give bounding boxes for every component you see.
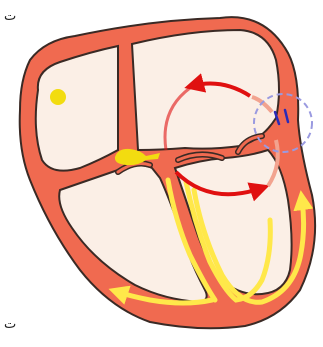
corner-glyph-bottom: ت bbox=[4, 318, 16, 331]
corner-glyph-top: ت bbox=[4, 10, 16, 23]
right-atrium-chamber bbox=[132, 30, 279, 150]
sinoatrial-node-dot bbox=[50, 89, 66, 105]
